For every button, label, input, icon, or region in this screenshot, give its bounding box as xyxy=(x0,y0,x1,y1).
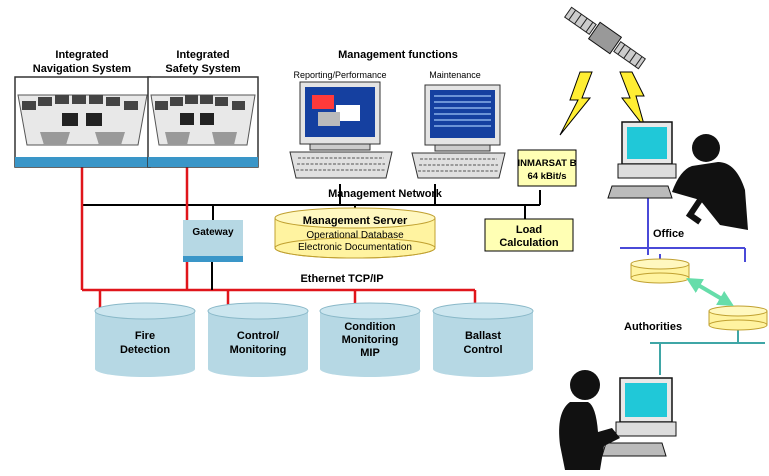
lightning-bolt-ship-icon xyxy=(559,71,593,136)
load-calculation-line2: Calculation xyxy=(499,237,559,249)
navigation-system-label-line1: Integrated xyxy=(55,49,108,61)
management-server-line2: Electronic Documentation xyxy=(298,242,412,253)
subsystem-condition-monitoring xyxy=(319,302,421,377)
safety-system xyxy=(147,76,259,168)
lightning-bolt-office-icon xyxy=(619,71,646,129)
management-server xyxy=(274,207,436,259)
safety-system-label-line1: Integrated xyxy=(176,49,229,61)
ballast-control-line1: Ballast xyxy=(465,330,501,342)
fire-detection-line1: Fire xyxy=(135,330,155,342)
fire-detection-line2: Detection xyxy=(120,344,170,356)
maintenance-workstation xyxy=(411,84,506,179)
subsystem-fire-detection xyxy=(94,302,196,377)
safety-system-label-line2: Safety System xyxy=(165,63,240,75)
authorities-user-at-computer-icon xyxy=(559,370,677,470)
gateway-label: Gateway xyxy=(192,227,234,238)
control-monitoring-line1: Control/ xyxy=(237,330,279,342)
office-user-at-computer-icon xyxy=(607,121,748,230)
office-database-icon xyxy=(630,258,690,284)
office-label: Office xyxy=(653,228,684,240)
gateway xyxy=(183,220,243,262)
load-calculation-box xyxy=(484,218,574,252)
authorities-label: Authorities xyxy=(624,321,682,333)
management-network-label: Management Network xyxy=(328,188,443,200)
inmarsat-label-line2: 64 kBit/s xyxy=(527,171,566,182)
load-calculation-line1: Load xyxy=(516,224,542,236)
satellite-icon xyxy=(564,6,646,70)
subsystem-control-monitoring xyxy=(207,302,309,377)
authorities-database-icon xyxy=(708,305,768,331)
condition-monitoring-line2: Monitoring xyxy=(342,334,399,346)
ethernet-label: Ethernet TCP/IP xyxy=(300,273,383,285)
management-server-line1: Operational Database xyxy=(306,230,404,241)
data-exchange-arrow-icon xyxy=(686,277,734,307)
ballast-control-line2: Control xyxy=(463,344,502,356)
maintenance-label: Maintenance xyxy=(429,70,481,80)
inmarsat-label-box xyxy=(517,149,577,187)
reporting-label: Reporting/Performance xyxy=(293,70,386,80)
inmarsat-label-line1: INMARSAT B xyxy=(518,158,577,169)
navigation-system-label-line2: Navigation System xyxy=(33,63,132,75)
reporting-workstation xyxy=(289,81,393,179)
navigation-system xyxy=(14,76,151,168)
management-functions-title: Management functions xyxy=(338,49,458,61)
management-server-title: Management Server xyxy=(303,215,408,227)
condition-monitoring-line3: MIP xyxy=(360,347,380,359)
subsystem-ballast-control xyxy=(432,302,534,377)
condition-monitoring-line1: Condition xyxy=(344,321,396,333)
ethernet-line xyxy=(80,165,477,308)
control-monitoring-line2: Monitoring xyxy=(230,344,287,356)
